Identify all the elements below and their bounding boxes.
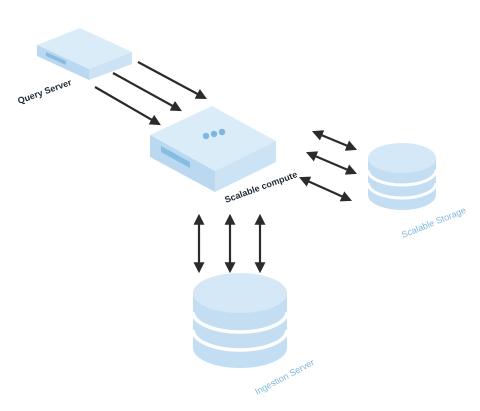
compute-slot: [161, 146, 190, 168]
ingestion-server-node: Ingestion Server: [191, 273, 316, 397]
scalable-storage-node: Scalable Storage: [366, 143, 467, 240]
ingestion-disk-line: [191, 311, 289, 334]
query-server-side: [89, 52, 132, 80]
scalable-storage-label: Scalable Storage: [400, 205, 467, 240]
compute-dot: [202, 132, 210, 140]
query-server-label: Query Server: [16, 77, 73, 106]
ingestion-disk-line: [191, 329, 289, 352]
scalable-compute-node: Scalable compute: [150, 106, 299, 205]
query-server-node: Query Server: [16, 28, 132, 106]
storage-disk-line: [366, 169, 438, 187]
compute-dot: [210, 130, 218, 138]
compute-storage-arrows: [298, 130, 358, 202]
compute-ingestion-arrows: [193, 213, 266, 274]
query-to-compute-arrows: [94, 61, 207, 126]
arrow-query-compute: [94, 86, 161, 126]
compute-dot: [218, 128, 226, 136]
arrow-compute-storage: [311, 130, 358, 151]
compute-side: [215, 141, 276, 192]
arrow-query-compute: [112, 72, 182, 112]
arrow-query-compute: [137, 61, 207, 100]
ingestion-cylinder-top: [193, 273, 287, 313]
storage-disk-line: [366, 182, 438, 200]
arrow-compute-storage: [305, 151, 358, 175]
storage-cylinder-top: [368, 143, 436, 173]
query-server-top: [37, 28, 132, 69]
query-server-slot: [46, 52, 66, 65]
arrow-compute-storage: [298, 176, 353, 202]
compute-top: [150, 106, 276, 171]
